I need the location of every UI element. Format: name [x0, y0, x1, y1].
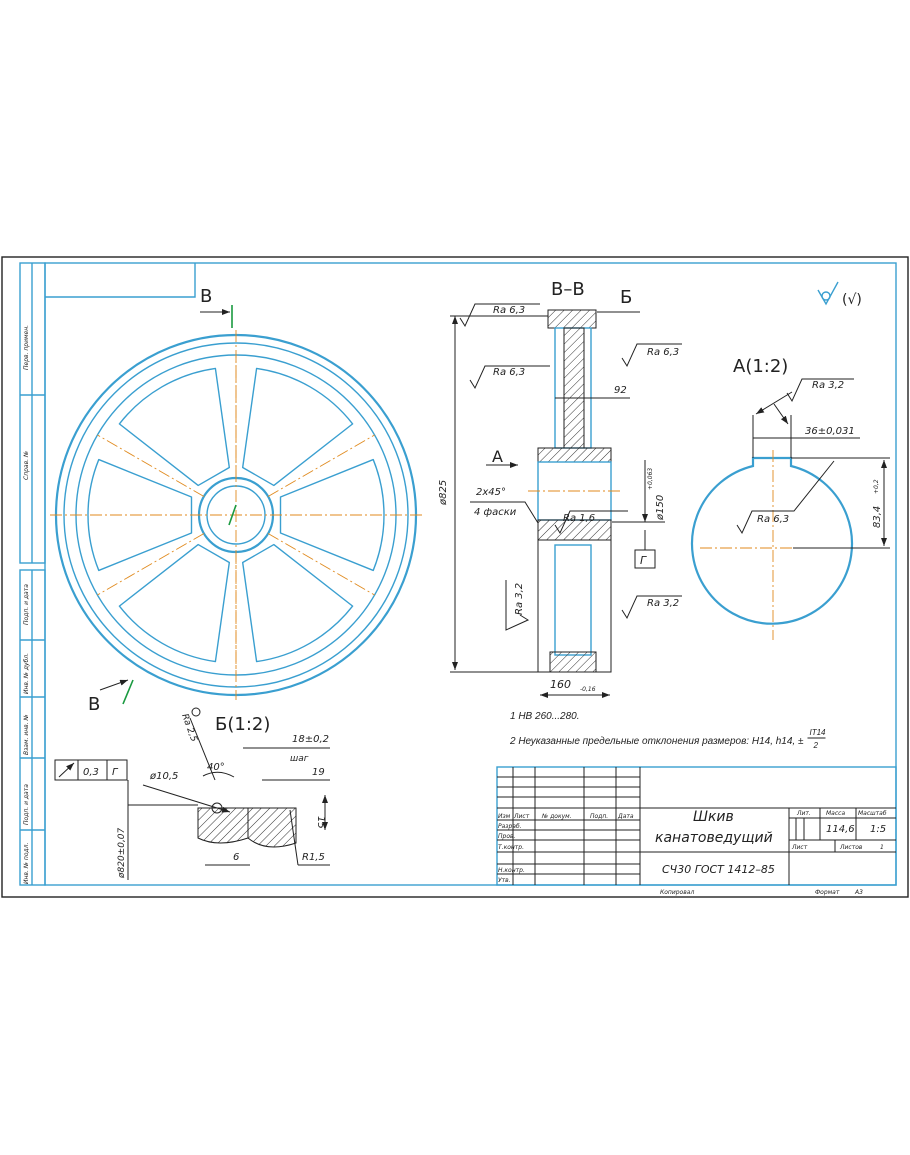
section-bb: В–В Б ø825 92 2х45° 4 фаски ø150 +0,063 …	[438, 279, 682, 698]
wheel-window	[279, 458, 385, 572]
dim-w160: 160	[550, 678, 571, 691]
view-a-arrow-label: А	[492, 447, 503, 466]
view-a-title: А(1:2)	[733, 356, 788, 377]
tb-header: Лист	[513, 813, 530, 820]
dim-key-width: 36±0,031	[805, 426, 855, 437]
part-name-line2: канатоведущий	[655, 830, 773, 846]
scale-value: 1:5	[870, 824, 886, 835]
tb-row-label: Утв.	[498, 877, 511, 884]
sheets-label: Листов	[839, 844, 863, 851]
format-value: А3	[854, 889, 863, 896]
dim-chamfer: 2х45°	[476, 487, 506, 498]
sheet-label: Лист	[791, 844, 808, 851]
roughness-label: Ra 6,3	[647, 347, 679, 358]
part-name-line1: Шкив	[693, 809, 734, 825]
lit-label: Лит.	[796, 810, 811, 817]
dim-d150: ø150	[655, 495, 666, 521]
tb-header: Изм	[498, 813, 511, 820]
spoke-centerline	[97, 533, 205, 596]
dim-angle40: 40°	[207, 762, 225, 773]
runout-value: 0,3	[83, 767, 99, 778]
general-roughness-symbol: (√)	[817, 281, 862, 308]
side-stamp-label: Перв. примен.	[23, 325, 30, 370]
detail-b-groove: Б(1:2) Ra 2,5 ø10,5 40° 18±0,2 шаг 19 15…	[54, 707, 330, 880]
wheel-window	[118, 367, 231, 487]
roughness-label: Ra 2,5	[179, 713, 198, 744]
technical-notes: 1 НВ 260...280. 2 Неуказанные предельные…	[509, 711, 826, 750]
outer-frame	[1, 256, 909, 898]
dim-d825: ø825	[438, 480, 449, 506]
roughness-label: Ra 6,3	[493, 367, 525, 378]
material: СЧ30 ГОСТ 1412–85	[662, 863, 775, 876]
wheel-window	[241, 367, 354, 487]
dim-w92: 92	[614, 385, 627, 396]
tb-row-label: Т.контр.	[498, 844, 524, 851]
tb-header: Подп.	[590, 813, 608, 820]
sheets-count: 1	[880, 844, 884, 851]
dim-15: 15	[315, 816, 326, 829]
note-1: 1 НВ 260...280.	[510, 711, 580, 722]
tb-header: Дата	[617, 813, 634, 820]
roughness-label: Ra 1,6	[563, 513, 595, 524]
side-stamp: Перв. примен. Справ. № Подп. и дата Инв.…	[19, 262, 46, 886]
spoke-centerline	[97, 434, 205, 497]
mass-value: 114,6	[826, 824, 855, 835]
dim-d10-5: ø10,5	[149, 771, 178, 782]
detail-b-title: Б(1:2)	[215, 714, 270, 735]
top-left-box	[45, 263, 196, 298]
dim-w160-tolerance: -0,16	[580, 686, 596, 693]
roughness-label: Ra 6,3	[757, 514, 789, 525]
dim-key-depth-tolerance: +0,2	[873, 479, 880, 494]
tb-row-label: Разраб.	[498, 823, 522, 830]
dim-chamfer-count: 4 фаски	[474, 507, 517, 518]
wheel-front-view: В В	[50, 286, 422, 715]
section-marker-bottom: В	[88, 694, 100, 715]
side-stamp-label: Инв. № подл.	[23, 843, 30, 884]
datum-label: Г	[640, 554, 647, 567]
dim-key-depth: 83,4	[872, 506, 883, 528]
tb-row-label: Пров.	[498, 833, 516, 840]
roughness-label: Ra 3,2	[514, 583, 525, 615]
roughness-label: Ra 3,2	[812, 380, 844, 391]
wheel-window	[118, 543, 231, 663]
format-label: Формат	[815, 889, 840, 896]
note-2: 2 Неуказанные предельные отклонения разм…	[509, 736, 804, 747]
view-a-keyway: А(1:2) 36±0,031 83,4 +0,2 Ra 3,2 Ra 6,3	[690, 356, 890, 640]
section-title: В–В	[551, 279, 585, 300]
title-block: Изм Лист № докум. Подп. Дата Разраб. Про…	[496, 766, 897, 896]
dim-6: 6	[233, 852, 239, 863]
mass-label: Масса	[826, 810, 845, 817]
side-stamp-label: Подп. и дата	[23, 784, 30, 825]
tb-header: № докум.	[541, 813, 572, 820]
wheel-window	[241, 543, 354, 663]
spoke-centerline	[267, 533, 375, 596]
side-stamp-label: Взам. инв. №	[23, 714, 30, 755]
dim-r1-5: R1,5	[302, 852, 325, 863]
side-stamp-label: Подп. и дата	[23, 584, 30, 625]
spoke-centerline	[267, 434, 375, 497]
general-roughness-label: (√)	[842, 292, 862, 308]
runout-datum: Г	[112, 767, 119, 778]
wheel-window	[87, 458, 193, 572]
note-fraction-denominator: 2	[812, 741, 818, 750]
side-stamp-label: Справ. №	[23, 451, 30, 480]
detail-marker: Б	[620, 287, 632, 308]
tb-row-label: Н.контр.	[498, 867, 525, 874]
note-fraction-numerator: IT14	[809, 728, 826, 737]
scale-label: Масштаб	[858, 810, 887, 817]
roughness-label: Ra 6,3	[493, 305, 525, 316]
dim-pitch-label: шаг	[290, 754, 309, 764]
dim-d820: ø820±0,07	[117, 827, 127, 879]
dim-d150-tolerance: +0,063	[647, 468, 654, 490]
dim-19: 19	[312, 767, 325, 778]
runout-tolerance-frame: 0,3 Г	[54, 759, 128, 781]
side-stamp-label: Инв. № дубл.	[23, 653, 30, 694]
copied-label: Копировал	[660, 889, 694, 896]
note-fraction: IT14 2	[807, 728, 826, 750]
dim-groove-pitch: 18±0,2	[292, 734, 329, 745]
section-marker-top: В	[200, 286, 212, 307]
roughness-label: Ra 3,2	[647, 598, 679, 609]
